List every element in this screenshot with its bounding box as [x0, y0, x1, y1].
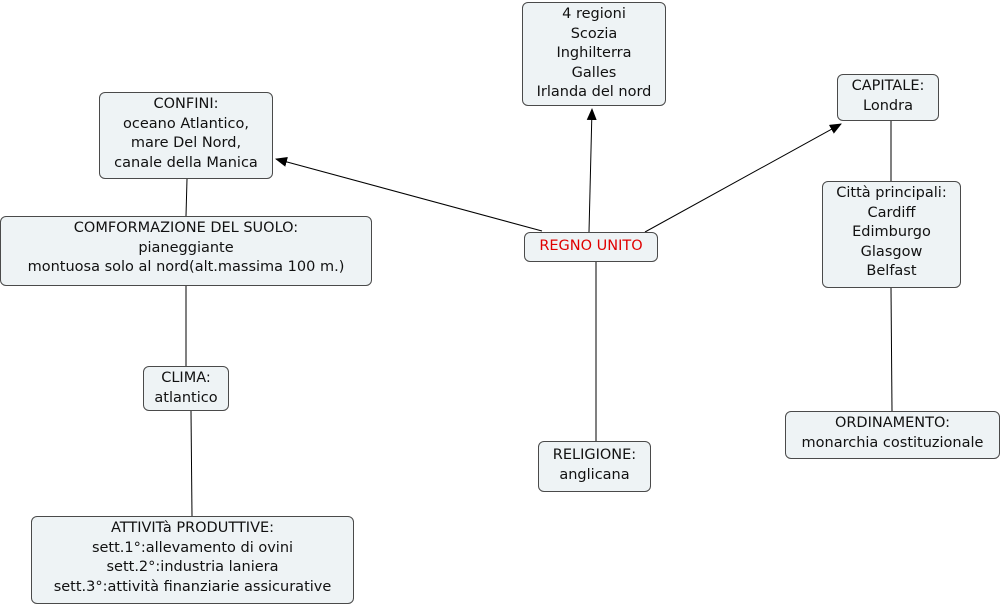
- line-clima-attivita: [190, 410, 193, 517]
- node-attivita-line-4: sett.3°:attività finanziarie assicurativ…: [53, 578, 332, 595]
- node-regno-unito[interactable]: REGNO UNITO: [524, 232, 658, 262]
- node-conformazione-suolo[interactable]: COMFORMAZIONE DEL SUOLO: pianeggiante mo…: [0, 216, 372, 286]
- node-religione-line-2: anglicana: [559, 466, 630, 483]
- node-attivita-line-2: sett.1°:allevamento di ovini: [91, 539, 294, 556]
- node-regno-unito-title: REGNO UNITO: [539, 238, 643, 254]
- node-religione[interactable]: RELIGIONE: anglicana: [538, 441, 651, 492]
- line-confini-suolo: [185, 178, 188, 217]
- node-religione-line-1: RELIGIONE:: [552, 447, 637, 463]
- node-suolo-line-2: pianeggiante: [138, 239, 234, 256]
- node-citta-line-3: Edimburgo: [852, 224, 931, 240]
- arrow-to-capitale: [644, 123, 842, 233]
- node-ordinamento-line-2: monarchia costituzionale: [801, 434, 984, 451]
- node-citta-line-1: Città principali:: [836, 185, 947, 201]
- node-suolo-line-3: montuosa solo al nord(alt.massima 100 m.…: [27, 259, 345, 275]
- node-capitale[interactable]: CAPITALE: Londra: [837, 74, 939, 121]
- node-citta-line-2: Cardiff: [867, 204, 916, 221]
- node-confini-line-1: CONFINI:: [153, 96, 219, 112]
- node-citta-principali[interactable]: Città principali: Cardiff Edimburgo Glas…: [822, 181, 961, 288]
- node-clima[interactable]: CLIMA: atlantico: [143, 366, 229, 411]
- node-confini-line-4: canale della Manica: [114, 154, 258, 171]
- node-ordinamento[interactable]: ORDINAMENTO: monarchia costituzionale: [785, 411, 1000, 459]
- arrow-to-confini: [275, 157, 543, 232]
- node-confini-line-2: oceano Atlantico,: [123, 115, 249, 132]
- node-confini-line-3: mare Del Nord,: [130, 135, 242, 151]
- node-clima-line-1: CLIMA:: [161, 370, 211, 386]
- node-capitale-line-1: CAPITALE:: [851, 78, 925, 94]
- node-confini[interactable]: CONFINI: oceano Atlantico, mare Del Nord…: [99, 92, 273, 179]
- node-regioni-line-4: Galles: [571, 64, 617, 81]
- node-regioni-line-1: 4 regioni: [562, 6, 626, 22]
- node-ordinamento-line-1: ORDINAMENTO:: [834, 415, 951, 431]
- node-regioni-line-2: Scozia: [570, 25, 618, 42]
- line-citta-ordinamento: [890, 287, 893, 412]
- node-regioni[interactable]: 4 regioni Scozia Inghilterra Galles Irla…: [522, 2, 666, 106]
- node-citta-line-4: Glasgow: [860, 243, 923, 260]
- node-regioni-line-5: Irlanda del nord: [536, 84, 652, 100]
- arrow-to-regioni: [586, 108, 597, 233]
- node-attivita-produttive[interactable]: ATTIVITà PRODUTTIVE: sett.1°:allevamento…: [31, 516, 354, 604]
- node-capitale-line-2: Londra: [863, 97, 913, 114]
- node-attivita-line-3: sett.2°:industria laniera: [106, 559, 279, 575]
- node-citta-line-5: Belfast: [866, 263, 917, 279]
- node-suolo-line-1: COMFORMAZIONE DEL SUOLO:: [73, 220, 299, 236]
- node-attivita-line-1: ATTIVITà PRODUTTIVE:: [110, 520, 275, 536]
- node-clima-line-2: atlantico: [154, 389, 218, 406]
- node-regioni-line-3: Inghilterra: [556, 45, 632, 61]
